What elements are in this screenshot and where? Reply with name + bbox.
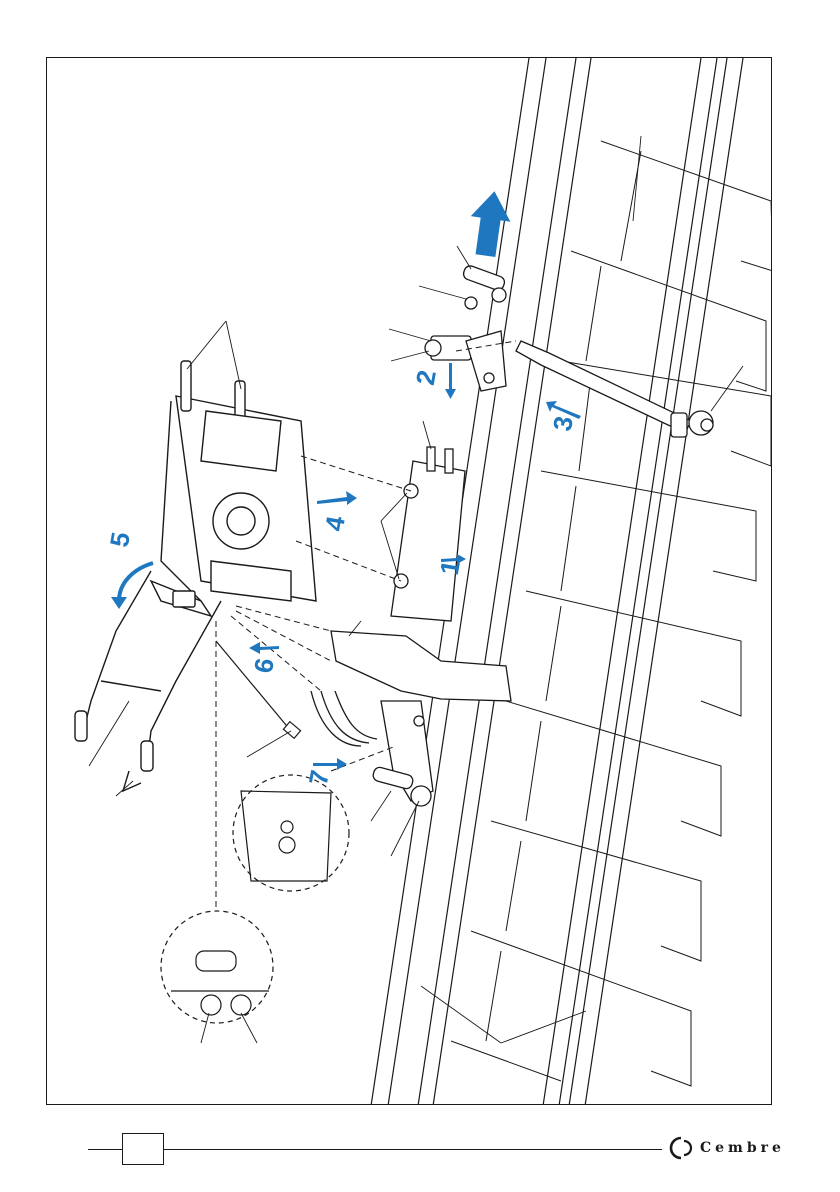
upper-clamp <box>425 264 506 391</box>
upward-arrow <box>466 188 515 258</box>
arrow-step-4 <box>317 491 357 505</box>
step-label-2: 2 <box>410 368 442 387</box>
arrow-step-7 <box>313 758 347 770</box>
page-number-box <box>122 1133 164 1165</box>
arrow-step-2 <box>445 363 456 399</box>
mounting-plate <box>391 447 465 621</box>
assembly-diagram: 1 2 3 4 5 6 7 <box>47 58 772 1105</box>
rotate-arrow-step-5 <box>119 563 153 601</box>
handle <box>75 571 221 791</box>
brand-name: Cembre <box>700 1140 785 1156</box>
footer-rule <box>88 1149 662 1150</box>
power-pack <box>161 361 316 601</box>
hose <box>216 641 301 738</box>
step-label-6: 6 <box>248 656 280 675</box>
brand-logo: Cembre <box>668 1134 808 1162</box>
diagram-frame: 1 2 3 4 5 6 7 <box>46 57 772 1105</box>
drill-unit <box>311 631 511 806</box>
detail-view-a <box>233 775 349 891</box>
cembre-logo-icon <box>668 1135 694 1161</box>
rotate-arrowhead-step-5 <box>111 597 127 609</box>
tension-bar <box>516 341 713 437</box>
step-label-4: 4 <box>319 513 351 533</box>
step-label-5: 5 <box>104 530 136 549</box>
detail-view-b <box>161 911 273 1023</box>
